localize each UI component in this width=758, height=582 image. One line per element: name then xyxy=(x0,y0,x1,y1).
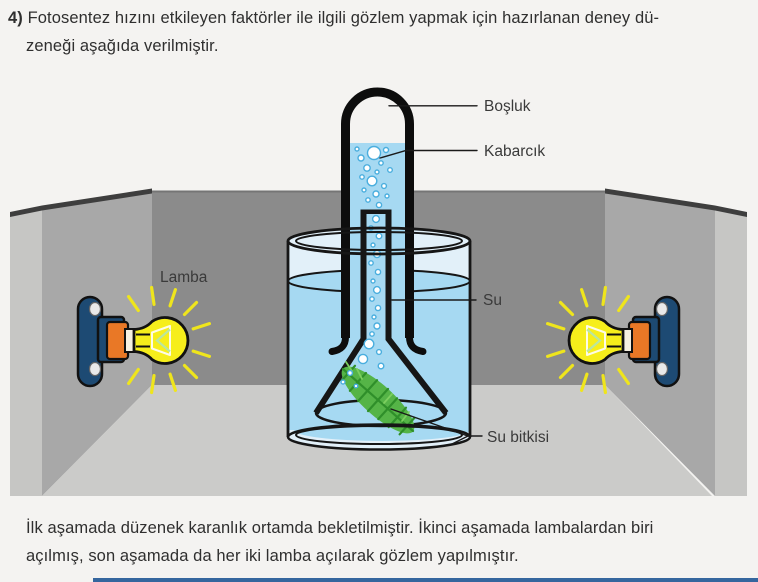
question-intro: 4) Fotosentez hızını etkileyen faktörler… xyxy=(8,4,752,60)
question-footer-line2: açılmış, son aşamada da her iki lamba aç… xyxy=(26,547,519,565)
question-number: 4) xyxy=(8,9,23,27)
bubbles xyxy=(340,145,394,389)
label-lamp: Lamba xyxy=(160,269,208,286)
question-footer: İlk aşamada düzenek karanlık ortamda bek… xyxy=(26,514,750,570)
question-footer-line1: İlk aşamada düzenek karanlık ortamda bek… xyxy=(26,519,654,537)
plant-needles-light xyxy=(345,361,410,422)
water-plant xyxy=(340,361,416,436)
beaker-bottom-inner xyxy=(295,425,463,445)
beaker-outline xyxy=(286,226,472,451)
question-intro-line1: Fotosentez hızını etkileyen faktörler il… xyxy=(27,9,660,27)
beaker-rim-inner xyxy=(295,231,463,251)
question-intro-line2: zeneği aşağıda verilmiştir. xyxy=(26,37,219,55)
beaker-bottom-outer xyxy=(286,423,472,451)
right-wall-top-edge xyxy=(605,188,747,217)
bottom-divider-bar xyxy=(93,578,758,582)
funnel-stem-top xyxy=(360,209,392,214)
test-tube xyxy=(328,87,427,355)
test-tube-lip-left xyxy=(328,333,349,355)
left-wall-edge xyxy=(10,208,42,496)
beaker-water xyxy=(288,270,470,441)
test-tube-lip-right xyxy=(406,333,427,355)
leader-lines xyxy=(379,105,483,445)
right-wall-edge xyxy=(715,208,747,496)
leader-kabarcik xyxy=(379,149,478,159)
label-water: Su xyxy=(483,292,502,309)
left-wall-top-edge xyxy=(10,188,152,217)
test-tube-body xyxy=(341,87,414,338)
label-bubble: Kabarcık xyxy=(484,143,545,160)
leader-su-bitkisi-tick xyxy=(451,435,469,445)
label-water-plant: Su bitkisi xyxy=(487,429,549,446)
label-empty-space: Boşluk xyxy=(484,98,531,115)
